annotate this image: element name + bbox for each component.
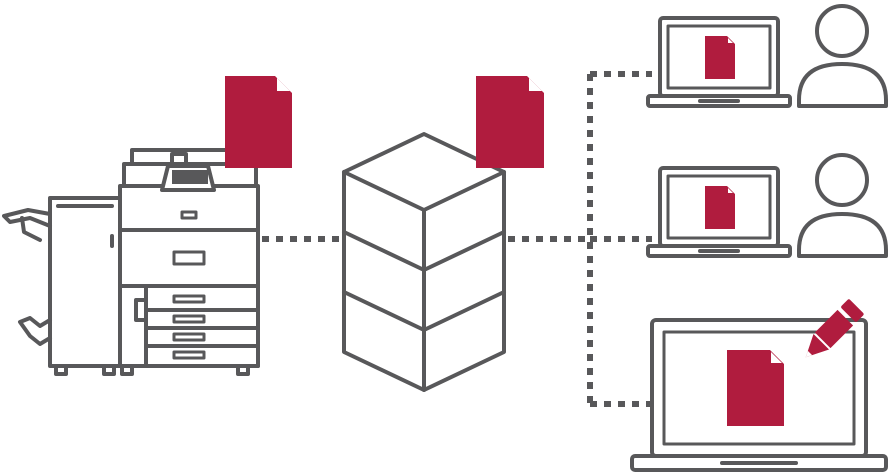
laptop-2-document <box>705 186 735 229</box>
laptop-1-document <box>705 36 735 79</box>
document-icon <box>225 76 292 168</box>
laptop-3-document <box>727 350 784 426</box>
user-1-body <box>797 62 888 108</box>
pencil-eraser <box>841 299 864 322</box>
server-document <box>476 76 544 168</box>
pencil-body <box>814 309 854 349</box>
document-icon <box>476 76 544 168</box>
user-2-head <box>815 153 869 207</box>
server-stack-icon <box>342 132 506 392</box>
printer-output-tray-bottom <box>18 316 52 346</box>
laptop-icon <box>646 166 792 258</box>
user-1-head <box>815 4 869 58</box>
printer-paper-trays <box>144 284 260 368</box>
printer-document <box>225 76 292 168</box>
user-2-body <box>797 212 888 258</box>
network-connections <box>262 71 652 407</box>
user-icon <box>797 4 888 108</box>
user-icon <box>797 153 888 258</box>
laptop-icon <box>646 16 792 108</box>
server-divider-1 <box>342 230 506 272</box>
laptop-icon <box>630 318 888 472</box>
printer-icon <box>2 148 260 376</box>
printer-front-latch <box>172 250 206 266</box>
server-divider-2 <box>342 290 506 332</box>
printer-finisher <box>48 196 122 368</box>
printer-output-tray-top <box>2 208 52 228</box>
